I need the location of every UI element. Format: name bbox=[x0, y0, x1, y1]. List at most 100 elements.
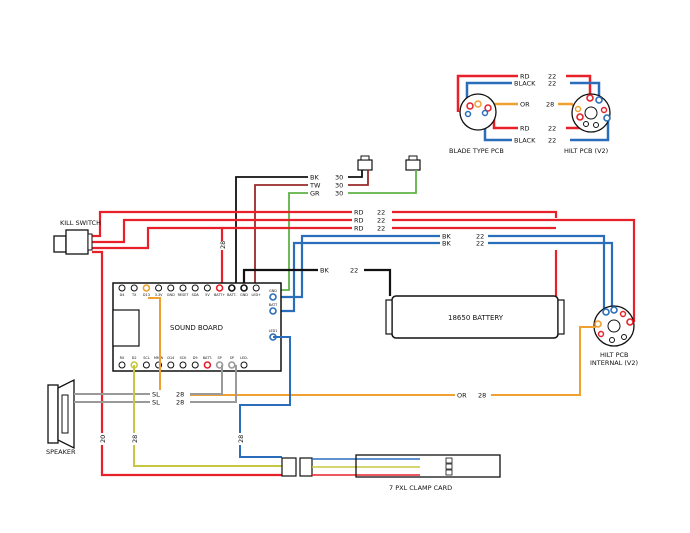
blade-pcb bbox=[459, 93, 497, 131]
label-sl-2-gauge: 28 bbox=[176, 399, 184, 407]
pin bbox=[215, 284, 224, 292]
label-bk-battery-gauge: 22 bbox=[350, 267, 358, 275]
pin-label: D14 bbox=[167, 356, 174, 360]
label-sl-1-gauge: 28 bbox=[176, 391, 184, 399]
pin bbox=[252, 284, 260, 292]
wire-sl-1 bbox=[74, 365, 223, 395]
label-bk-battery: BK bbox=[320, 267, 329, 275]
switch-connectors bbox=[357, 155, 421, 171]
pin bbox=[142, 284, 151, 292]
pin bbox=[240, 284, 248, 292]
label-rd-top: RD bbox=[520, 73, 530, 81]
pin bbox=[240, 361, 248, 369]
pin-label: 3.3V bbox=[155, 293, 163, 297]
pin-label: MMW bbox=[154, 356, 164, 360]
pin bbox=[203, 284, 211, 292]
label-black-top: BLACK bbox=[514, 80, 536, 88]
pin-label: BATT bbox=[269, 303, 278, 307]
pin bbox=[167, 361, 175, 369]
pin bbox=[203, 361, 212, 369]
label-blue-28: 28 bbox=[237, 435, 245, 443]
wire-bk-battery bbox=[242, 268, 392, 296]
pin bbox=[118, 361, 126, 369]
label-tw30: TW bbox=[309, 182, 321, 190]
pin-label: D13 bbox=[143, 293, 150, 297]
pin-label: GND bbox=[240, 293, 248, 297]
pin-label: RESET bbox=[178, 293, 190, 297]
pin bbox=[191, 361, 199, 369]
pin bbox=[118, 284, 126, 292]
pin bbox=[269, 307, 277, 315]
label-rd-1: RD bbox=[354, 209, 364, 217]
label-bk-2: BK bbox=[442, 240, 451, 248]
label-black-lower-gauge: 22 bbox=[548, 137, 556, 145]
pin bbox=[269, 293, 277, 301]
pin-label: SP bbox=[217, 356, 221, 360]
label-or-top-gauge: 28 bbox=[546, 101, 554, 109]
label-rd-1-gauge: 22 bbox=[377, 209, 385, 217]
wire-rd-20 bbox=[92, 250, 282, 477]
pin-label: LED1 bbox=[269, 329, 278, 333]
wire-blue-1 bbox=[273, 234, 606, 310]
pin bbox=[179, 361, 187, 369]
hilt-pcb-internal bbox=[593, 305, 635, 347]
pin bbox=[130, 284, 138, 292]
hilt-pcb-top-label: HILT PCB (V2) bbox=[564, 147, 608, 155]
label-or-28: OR bbox=[457, 392, 467, 400]
pin bbox=[228, 361, 236, 369]
battery-label: 18650 BATTERY bbox=[448, 314, 504, 322]
label-gr30: GR bbox=[310, 190, 320, 198]
label-bk-1-gauge: 22 bbox=[476, 233, 484, 241]
pin bbox=[167, 284, 175, 292]
pin-label: SDA bbox=[192, 293, 200, 297]
pin bbox=[155, 284, 163, 292]
kill-switch bbox=[53, 229, 93, 255]
pin-label: BATT+ bbox=[214, 293, 225, 297]
label-black-top-gauge: 22 bbox=[548, 80, 556, 88]
pin-label: LED- bbox=[240, 356, 249, 360]
label-yellow-28: 28 bbox=[131, 435, 139, 443]
clamp-card-label: 7 PXL CLAMP CARD bbox=[389, 484, 452, 492]
label-black-lower: BLACK bbox=[514, 137, 536, 145]
pin-label: SP bbox=[230, 356, 234, 360]
label-rd-top-gauge: 22 bbox=[548, 73, 556, 81]
pin bbox=[142, 361, 150, 369]
hilt-pcb-internal-label-2: INTERNAL (V2) bbox=[590, 359, 638, 367]
sound-board-label: SOUND BOARD bbox=[170, 324, 223, 332]
wire-sl-2 bbox=[74, 365, 237, 403]
label-rd-3: RD bbox=[354, 225, 364, 233]
label-sl-2: SL bbox=[152, 399, 160, 407]
label-or-28-gauge: 28 bbox=[478, 392, 486, 400]
pin-label: RX bbox=[120, 356, 125, 360]
pin-label: BATT- bbox=[203, 356, 213, 360]
wire-gr-30 bbox=[281, 170, 417, 291]
pin-label: LED+ bbox=[251, 293, 261, 297]
kill-switch-label: KILL SWITCH bbox=[60, 219, 101, 227]
label-rd-2: RD bbox=[354, 217, 364, 225]
label-rd-2-gauge: 22 bbox=[377, 217, 385, 225]
wire-rd-1 bbox=[90, 210, 558, 238]
pin bbox=[191, 284, 199, 292]
label-rd-3-gauge: 22 bbox=[377, 225, 385, 233]
pin-label: 5V bbox=[205, 293, 210, 297]
label-tw30-gauge: 30 bbox=[335, 182, 343, 190]
pin-label: GND bbox=[167, 293, 175, 297]
pin-label: D4 bbox=[120, 293, 125, 297]
speaker-label: SPEAKER bbox=[46, 448, 76, 456]
blade-pcb-label: BLADE TYPE PCB bbox=[449, 147, 504, 155]
wire-blue-28 bbox=[239, 336, 291, 458]
pin-label: BATT- bbox=[227, 293, 237, 297]
wire-rd-2 bbox=[90, 218, 636, 322]
top-inset: RD 22 BLACK 22 OR 28 RD 22 BLACK 22 bbox=[449, 72, 611, 155]
label-rd-20: 20 bbox=[99, 435, 107, 443]
pin-label: SCL bbox=[143, 356, 150, 360]
wire-blue-2 bbox=[273, 241, 614, 313]
wire-bk-30 bbox=[235, 170, 363, 286]
pin bbox=[179, 284, 187, 292]
speaker bbox=[47, 378, 75, 450]
pin-label: D9 bbox=[193, 356, 198, 360]
label-gr30-gauge: 30 bbox=[335, 190, 343, 198]
